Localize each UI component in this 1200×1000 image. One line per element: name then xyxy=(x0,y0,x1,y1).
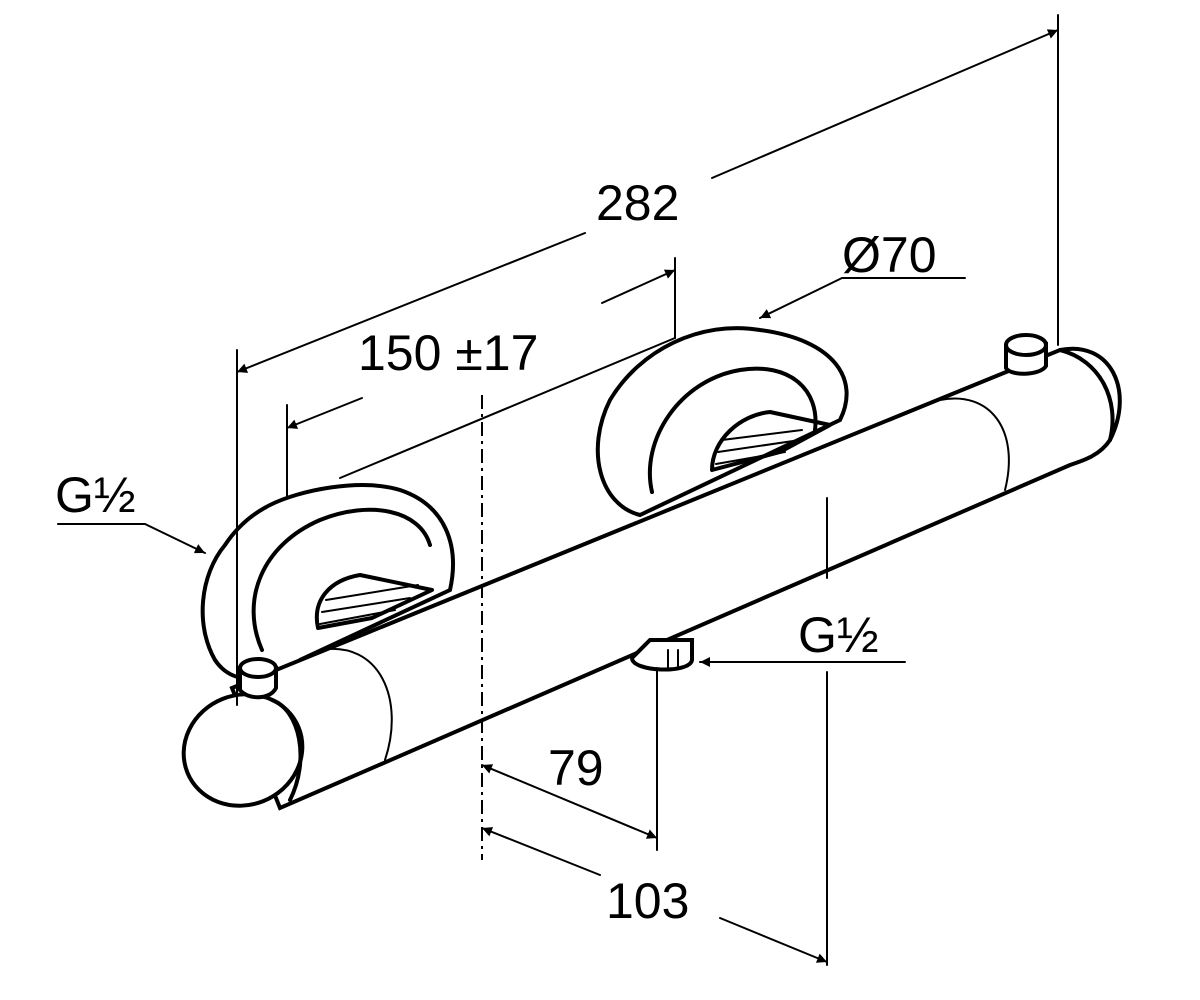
right-connector-threads xyxy=(715,429,803,465)
dimension-79: 79 xyxy=(481,667,658,851)
top-knob xyxy=(1004,333,1048,376)
dim-line-103-left xyxy=(481,827,601,876)
diameter-leader xyxy=(759,277,843,319)
label-150: 150 ±17 xyxy=(358,325,538,381)
dimension-diameter: Ø70 xyxy=(759,227,966,319)
outlet-callout: G½ xyxy=(699,607,906,667)
left-connector-threads xyxy=(319,584,419,625)
dim-line-150-left xyxy=(286,397,363,429)
dimension-150: 150 ±17 xyxy=(286,257,676,498)
inlet-left-callout: G½ xyxy=(55,467,206,554)
dim-line-282-right xyxy=(711,29,1059,179)
left-rosette xyxy=(200,483,455,681)
dim-line-150-right xyxy=(601,269,676,304)
dim-line-282-left xyxy=(236,232,586,373)
dim-line-103-right xyxy=(719,917,828,963)
label-103: 103 xyxy=(606,873,689,929)
label-outlet: G½ xyxy=(798,607,879,663)
label-79: 79 xyxy=(548,740,604,796)
dimension-282: 282 xyxy=(236,14,1059,706)
right-rosette xyxy=(595,326,849,518)
dim-line-79 xyxy=(481,764,658,839)
label-inlet-left: G½ xyxy=(55,467,136,523)
rosette-tangent-line xyxy=(339,337,676,479)
bottom-outlet xyxy=(629,638,694,672)
label-282: 282 xyxy=(596,175,679,231)
inlet-left-leader xyxy=(144,523,206,554)
label-diameter: Ø70 xyxy=(842,227,937,283)
dimension-103: 103 xyxy=(481,497,828,966)
left-inlet-stub xyxy=(238,657,278,700)
left-end-cap xyxy=(181,692,305,808)
thermostat-body xyxy=(181,346,1122,811)
